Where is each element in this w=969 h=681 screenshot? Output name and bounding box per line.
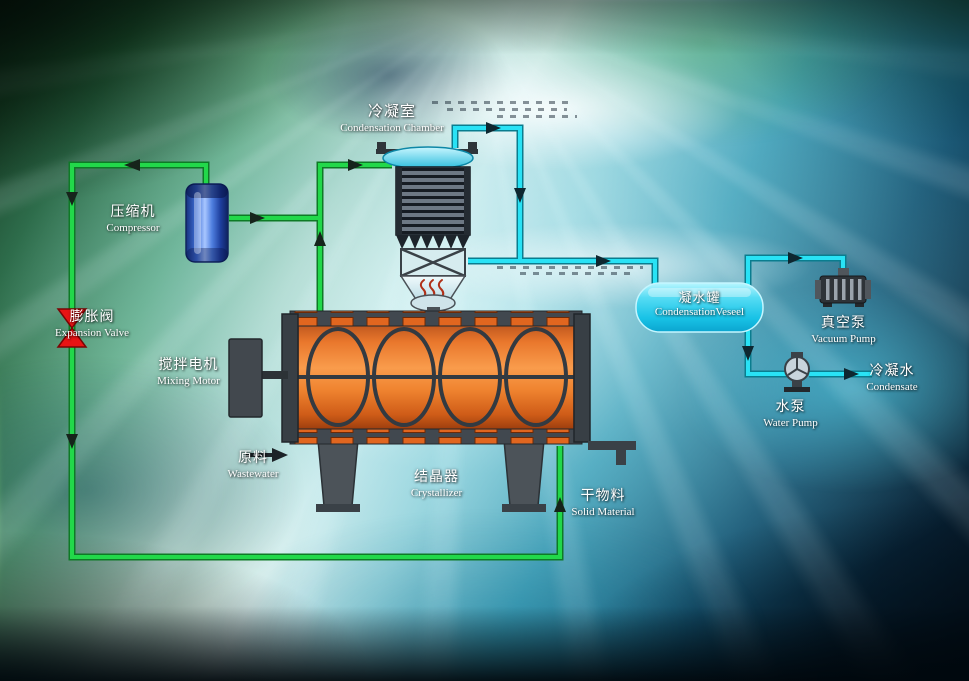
chamber-lid (382, 146, 474, 170)
flow-arrow (596, 255, 611, 267)
water-pump (784, 352, 810, 392)
compressor-bottom-cap (186, 248, 228, 262)
flow-arrow (554, 497, 566, 512)
crystallizer-leg (317, 439, 359, 507)
artifact-dashes (497, 115, 577, 118)
compressor-top-cap (186, 184, 228, 198)
flow-arrow (66, 434, 78, 449)
motor-shaft (260, 371, 288, 379)
compressor-highlight (194, 192, 201, 254)
chamber-side-rail (464, 167, 470, 235)
chamber-lug (377, 142, 386, 152)
vacuum-pump-endcap (815, 280, 821, 299)
flow-arrow (124, 159, 140, 171)
motor-body (228, 338, 263, 418)
condensation-vessel (635, 282, 764, 333)
crystallizer-foot (316, 504, 360, 512)
vessel-body (635, 282, 764, 333)
chamber-side-rail (396, 167, 402, 235)
vacuum-pump (815, 268, 871, 307)
solid-material-outlet (588, 441, 636, 450)
artifact-dashes (497, 266, 643, 269)
crystallizer (281, 310, 636, 512)
vacuum-pump-endcap (865, 280, 871, 299)
crystallizer-top-frame (289, 310, 583, 327)
vacuum-pump-foot (823, 301, 832, 307)
refrigerant-pipe (68, 161, 564, 561)
flow-arrows (66, 122, 859, 512)
crystallizer-screw (298, 327, 574, 427)
vacuum-pump-ribs (826, 279, 862, 300)
artifact-dashes (432, 101, 574, 104)
flow-arrow (844, 368, 859, 380)
flow-arrow (742, 346, 754, 361)
crystallizer-leg (503, 439, 545, 507)
crystallizer-foot (502, 504, 546, 512)
crystallizer-bottom-frame (289, 428, 583, 445)
water-pump-impeller (787, 358, 808, 376)
water-pump-base (784, 387, 810, 392)
solid-material-outlet-drop (616, 449, 626, 465)
flow-arrow (348, 159, 363, 171)
expansion-valve (56, 308, 88, 348)
vessel-highlight (648, 288, 751, 297)
vacuum-pump-port (838, 268, 849, 278)
flow-arrow (250, 212, 265, 224)
chamber-x-brace (400, 247, 466, 278)
water-pump-top-port (791, 352, 803, 359)
mixing-motor (228, 338, 288, 418)
condensation-chamber (376, 142, 478, 317)
artifact-dashes (447, 108, 567, 111)
vacuum-pump-foot (855, 301, 864, 307)
flow-arrow (486, 122, 501, 134)
chamber-lug (468, 142, 477, 152)
crystallizer-right-cap (573, 313, 591, 443)
flow-arrow (314, 231, 326, 246)
water-pump-stand (792, 379, 802, 388)
flow-arrow (788, 252, 803, 264)
flow-arrow (66, 192, 78, 206)
artifact-dashes (520, 272, 632, 275)
chamber-fin-body (395, 166, 471, 236)
chamber-sawtooth (396, 235, 470, 249)
flow-arrow (514, 188, 526, 203)
compressor (185, 183, 229, 263)
wastewater-inlet-arrow (246, 448, 288, 462)
